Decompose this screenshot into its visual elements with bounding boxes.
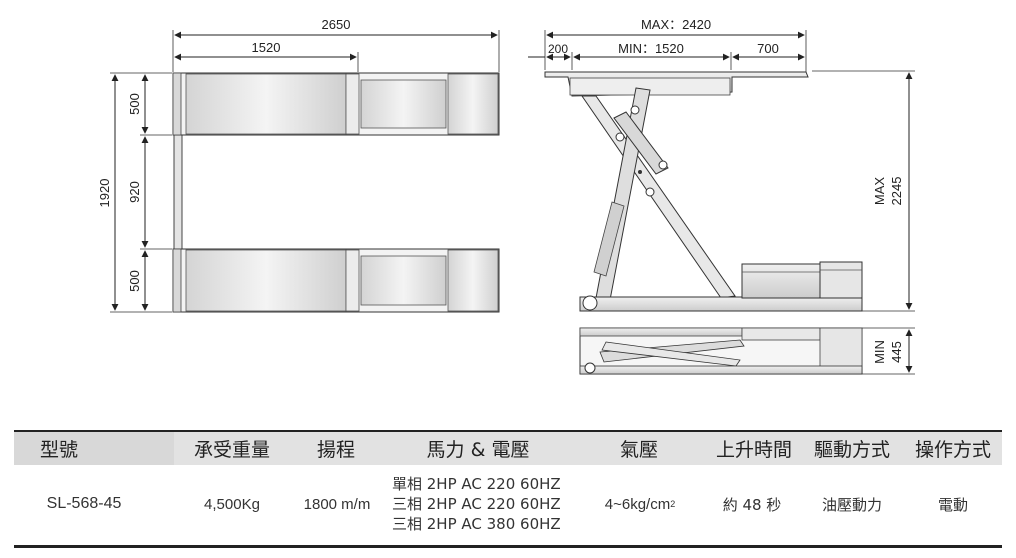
dim-min-height: MIN 445: [862, 327, 915, 375]
max-length-value: MAX：2420: [641, 17, 711, 32]
lower-platform: [172, 248, 500, 313]
side-view-lowered: MIN 445: [579, 327, 915, 375]
max-height-label: MAX: [872, 177, 887, 206]
spec-table-header: 型號 承受重量 揚程 馬力 & 電壓 氣壓 上升時間 驅動方式 操作方式: [14, 430, 1002, 465]
power-line-1: 單相 2HP AC 220 60HZ: [392, 475, 561, 493]
dim-platform-widths: 500 920 500: [127, 74, 172, 311]
header-drive: 驅動方式: [813, 439, 890, 461]
overall-width-value: 1920: [97, 179, 112, 208]
power-line-3: 三相 2HP AC 380 60HZ: [392, 515, 561, 533]
dim-platform-length: 1520: [174, 40, 359, 72]
model-value: SL-568-45: [46, 495, 122, 512]
min-length-value: MIN：1520: [618, 41, 684, 56]
header-power: 馬力 & 電壓: [426, 439, 530, 461]
upper-platform: [172, 72, 500, 136]
platform-width-top-value: 500: [127, 93, 142, 115]
platform-width-bottom-value: 500: [127, 270, 142, 292]
lift-height-value: 1800 m/m: [303, 495, 371, 513]
rise-time-value: 約 48 秒: [722, 495, 782, 514]
right-extension-value: 700: [757, 41, 779, 56]
overall-length-value: 2650: [322, 17, 351, 32]
spec-table: 型號 承受重量 揚程 馬力 & 電壓 氣壓 上升時間 驅動方式 操作方式 SL-…: [14, 430, 1002, 548]
min-height-label: MIN: [872, 340, 887, 364]
gap-width-value: 920: [127, 181, 142, 203]
power-line-2: 三相 2HP AC 220 60HZ: [392, 495, 561, 513]
max-height-value: 2245: [889, 177, 904, 206]
header-operation: 操作方式: [914, 439, 991, 461]
dim-max-length: MAX：2420: [544, 17, 807, 72]
dim-min-length: 200 MIN：1520 700: [528, 41, 805, 70]
header-lift-height: 揚程: [316, 439, 355, 461]
header-capacity: 承受重量: [193, 439, 270, 461]
operation-value: 電動: [937, 495, 968, 514]
air-pressure-sup: 2: [670, 499, 676, 509]
spec-table-row: SL-568-45 4,500Kg 1800 m/m 單相 2HP AC 220…: [14, 465, 1002, 548]
technical-drawing: 2650 1520 1920 500 920 500: [97, 17, 915, 375]
header-air-pressure: 氣壓: [619, 439, 658, 461]
dim-overall-width: 1920: [97, 72, 172, 313]
side-view-raised: MAX：2420 200 MIN：1520 700 MAX 2245: [528, 17, 915, 312]
header-model: 型號: [39, 439, 78, 461]
power-values: 單相 2HP AC 220 60HZ 三相 2HP AC 220 60HZ 三相…: [392, 465, 582, 543]
min-height-value: 445: [889, 341, 904, 363]
left-extension-value: 200: [548, 42, 568, 56]
top-view: 2650 1520 1920 500 920 500: [97, 17, 500, 313]
capacity-value: 4,500Kg: [204, 495, 260, 513]
dim-overall-length: 2650: [172, 17, 500, 72]
header-rise-time: 上升時間: [715, 439, 792, 461]
dim-max-height: MAX 2245: [812, 70, 915, 312]
platform-length-value: 1520: [252, 40, 281, 55]
drive-value: 油壓動力: [821, 495, 882, 514]
air-pressure-text: 4~6kg/cm: [604, 495, 671, 513]
